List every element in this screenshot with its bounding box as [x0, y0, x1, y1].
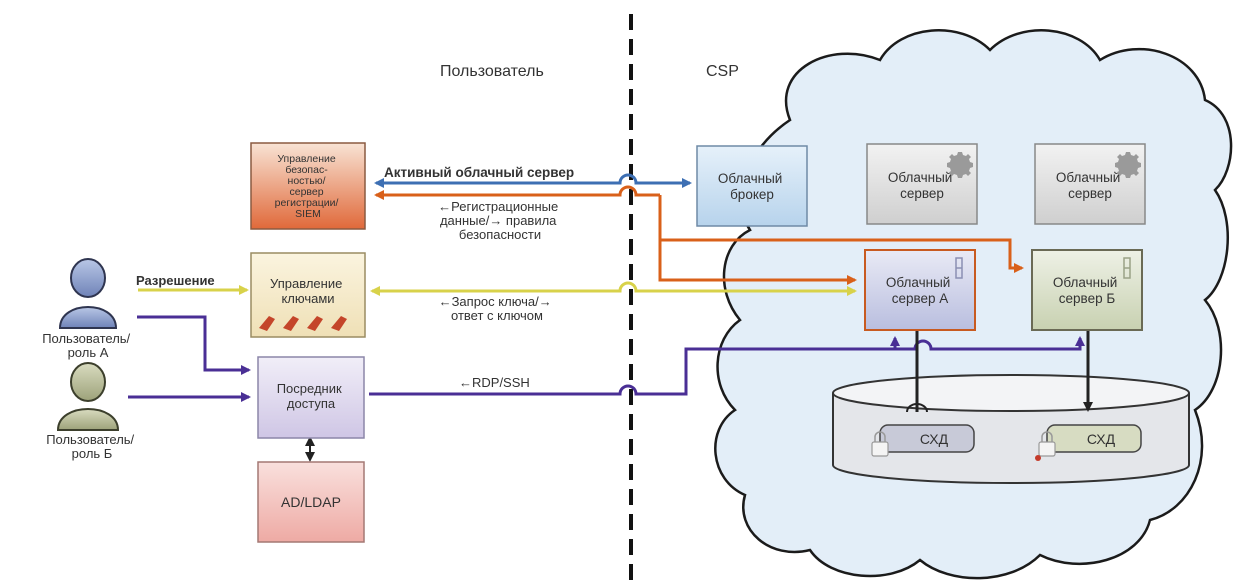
broker-line-1: Облачный	[718, 171, 782, 186]
security-line-2: безопас-	[285, 164, 328, 176]
registration-arrow	[658, 195, 857, 285]
security-line-6: SIEM	[295, 208, 321, 220]
svg-text:Пользователь/ роль А: Пользователь/ роль А	[42, 331, 134, 360]
ad-ldap-box: AD/LDAP	[257, 461, 365, 543]
user-a-label-1: Пользователь/	[42, 331, 130, 346]
broker-line-2: брокер	[730, 187, 774, 202]
server-b-line-2: сервер Б	[1059, 291, 1116, 306]
user-a-access-arrow	[137, 315, 251, 375]
user-b-label-2: роль Б	[72, 446, 113, 461]
svg-text:Облачный сервер: Облачный сервер	[888, 170, 956, 201]
user-b-avatar	[56, 362, 120, 431]
lock-icon	[1035, 431, 1056, 461]
svg-text:←Запрос ключа/→ ответ с кл: ←Запрос ключа/→ ответ с ключом	[439, 294, 556, 323]
svg-text:Облачный сервер: Облачный сервер	[1056, 170, 1124, 201]
key-request-label-1: ←Запрос ключа/→	[439, 294, 552, 309]
ldap-label: AD/LDAP	[281, 494, 341, 510]
storage-b-label: СХД	[1087, 431, 1116, 447]
cloud-server-a-box: Облачный сервер А	[864, 249, 976, 331]
access-broker-box: Посредник доступа	[257, 356, 365, 439]
server-a-line-1: Облачный	[886, 275, 950, 290]
key-management-box: Управление ключами	[250, 252, 366, 338]
gear-icon	[1115, 152, 1141, 178]
lock-icon	[871, 431, 889, 457]
server-top2-line-1: Облачный	[1056, 170, 1120, 185]
svg-text:Облачный сервер А: Облачный сервер А	[886, 275, 954, 306]
key-request-label-2: ответ с ключом	[451, 308, 543, 323]
keys-line-1: Управление	[270, 276, 342, 291]
user-a-label-2: роль А	[68, 345, 109, 360]
permission-label: Разрешение	[136, 273, 215, 288]
security-line-4: сервер	[290, 186, 324, 198]
security-management-box: Управление безопас- ностью/ сервер регис…	[250, 142, 366, 230]
access-line-2: доступа	[287, 396, 336, 411]
chain-icon	[955, 257, 963, 279]
rdp-ssh-label: ←RDP/SSH	[459, 375, 530, 390]
user-a-avatar	[58, 258, 118, 329]
storage-unit-b: СХД	[1035, 424, 1142, 461]
storage-unit-a: СХД	[871, 424, 975, 457]
security-line-1: Управление	[277, 153, 336, 165]
cloud-server-b-box: Облачный сервер Б	[1031, 249, 1143, 331]
security-line-5: регистрации/	[275, 197, 339, 209]
active-server-arrow	[378, 173, 692, 188]
user-b-label-1: Пользователь/	[46, 432, 134, 447]
gear-icon	[947, 152, 973, 178]
server-top1-line-1: Облачный	[888, 170, 952, 185]
registration-label-2: данные/→ правила	[440, 213, 557, 228]
svg-text:Облачный брокер: Облачный брокер	[718, 171, 786, 202]
registration-label-3: безопасности	[459, 227, 541, 242]
rdp-ssh-arrow	[369, 336, 1085, 396]
registration-label-1: ←Регистрационные	[438, 199, 558, 214]
svg-text:Управление ключами: Управление ключами	[270, 276, 346, 306]
svg-text:Облачный сервер Б: Облачный сервер Б	[1053, 275, 1121, 306]
server-top1-line-2: сервер	[900, 186, 944, 201]
svg-text:←Регистрационные данные/→: ←Регистрационные данные/→ правила безопа…	[438, 199, 562, 242]
cloud-server-top-1: Облачный сервер	[866, 143, 978, 225]
server-top2-line-2: сервер	[1068, 186, 1112, 201]
key-request-arrow	[374, 281, 857, 296]
storage-cylinder	[832, 374, 1190, 484]
cloud-broker-box: Облачный брокер	[696, 145, 808, 227]
security-line-3: ностью/	[288, 175, 326, 187]
server-a-line-2: сервер А	[892, 291, 949, 306]
keys-line-2: ключами	[281, 291, 334, 306]
key-icons	[259, 316, 347, 331]
svg-text:Управление безопас-: Управление безопас- ностью/ сервер регис…	[275, 153, 342, 220]
storage-a-label: СХД	[920, 431, 949, 447]
cloud-server-top-2: Облачный сервер	[1034, 143, 1146, 225]
chain-icon	[1123, 257, 1131, 279]
access-line-1: Посредник	[277, 381, 342, 396]
zone-label-user: Пользователь	[440, 63, 544, 80]
zone-label-csp: CSP	[706, 63, 739, 80]
active-server-label: Активный облачный сервер	[384, 165, 574, 180]
svg-text:Посредник доступа: Посредник доступа	[277, 381, 346, 411]
svg-text:Пользователь/ роль Б: Пользователь/ роль Б	[46, 432, 138, 461]
server-b-line-1: Облачный	[1053, 275, 1117, 290]
